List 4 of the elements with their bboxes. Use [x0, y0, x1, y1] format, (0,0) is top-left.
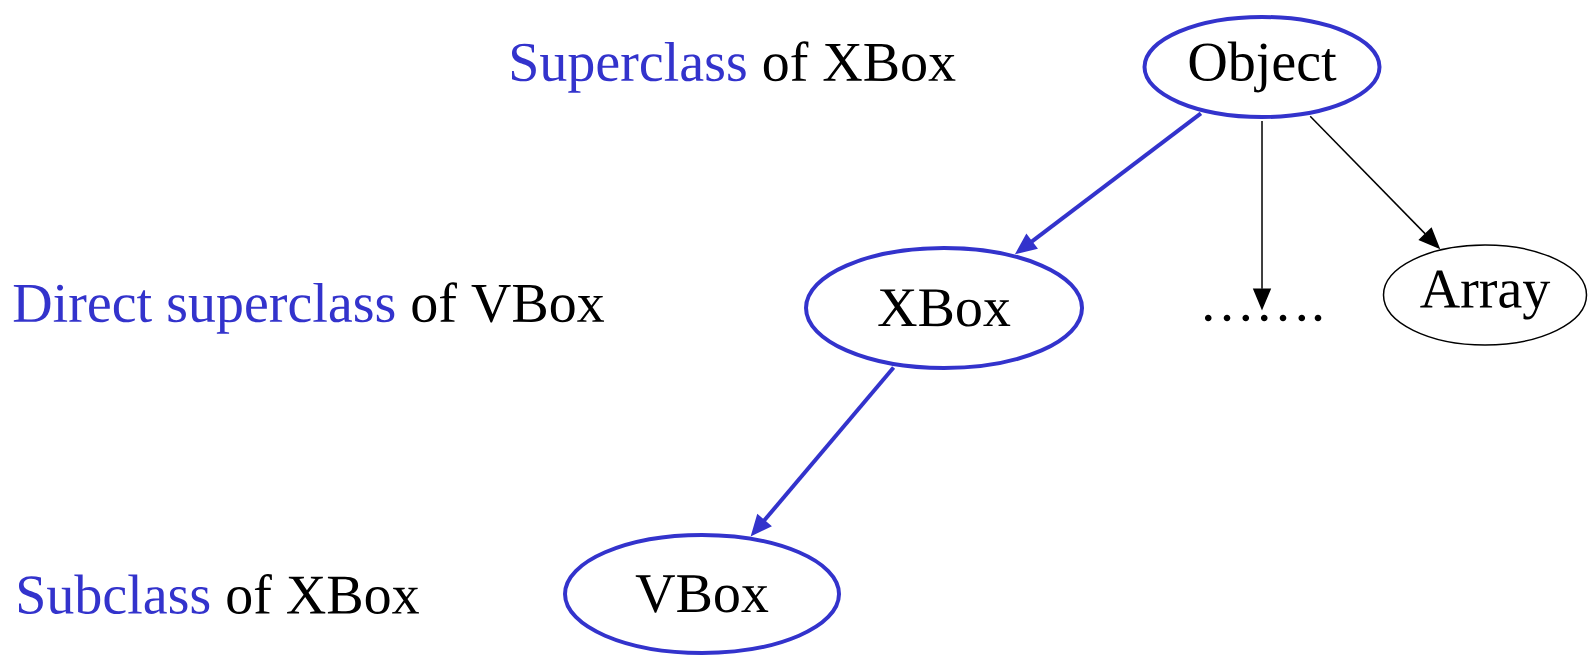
- ellipsis-text: …….: [1204, 314, 1322, 322]
- side-label: Superclass of XBox: [511, 41, 956, 93]
- side-label: Direct superclass of VBox: [13, 282, 605, 334]
- side-label: Subclass of XBox: [18, 574, 419, 614]
